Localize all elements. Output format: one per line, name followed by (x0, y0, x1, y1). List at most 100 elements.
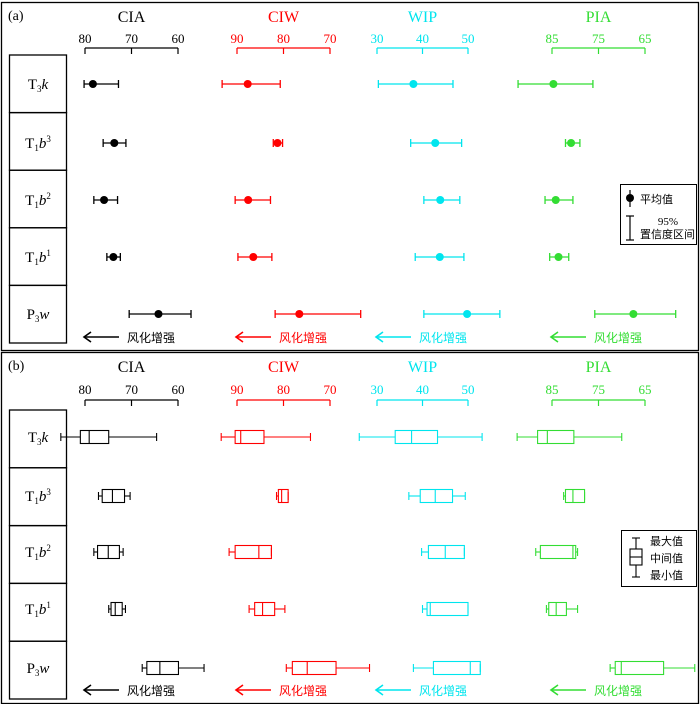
unit-suffix: b (39, 250, 47, 266)
weathering-label: 风化增强 (419, 331, 467, 345)
unit-suffix: k (42, 77, 49, 93)
tick-label: 70 (125, 31, 138, 46)
weathering-label: 风化增强 (594, 684, 642, 698)
unit-superscript: 1 (46, 248, 51, 258)
unit-subscript: 3 (37, 84, 42, 94)
legend-median-label: 中间值 (650, 552, 683, 565)
unit-label: P3w (27, 661, 50, 678)
index-title-pia: PIA (586, 9, 612, 26)
unit-base: T (28, 430, 37, 446)
box (426, 601, 469, 617)
box (419, 488, 454, 504)
legend-min-label: 最小值 (650, 569, 683, 582)
box (564, 488, 586, 504)
mean-point (154, 310, 163, 318)
unit-label: T1b2 (25, 543, 51, 562)
unit-label: P3w (27, 307, 50, 324)
unit-suffix: b (39, 136, 47, 152)
box (101, 488, 126, 504)
mean-point (549, 80, 558, 88)
mean-point (244, 196, 253, 204)
unit-subscript: 1 (34, 496, 39, 506)
tick-label: 60 (172, 382, 185, 397)
tick-label: 65 (639, 31, 652, 46)
tick-label: 80 (277, 31, 290, 46)
mean-point (436, 196, 445, 204)
mean-point (88, 80, 97, 88)
unit-base: T (28, 77, 37, 93)
panel-a-label: (a) (8, 9, 24, 24)
index-title-cia: CIA (118, 9, 146, 26)
legend-mean-label: 平均值 (640, 193, 673, 206)
legend-ci-pct: 95% (658, 216, 678, 228)
panel-b-label: (b) (8, 359, 25, 374)
box (291, 660, 337, 676)
tick-label: 75 (592, 382, 605, 397)
box (427, 544, 465, 560)
unit-subscript: 3 (35, 668, 40, 678)
unit-suffix: w (39, 307, 49, 323)
legend-errorbar: 平均值 95%置信度区间 (620, 184, 697, 245)
unit-superscript: 1 (46, 600, 51, 610)
tick-label: 65 (639, 382, 652, 397)
legend-max-label: 最大值 (650, 534, 683, 548)
unit-cell (8, 640, 68, 700)
box (614, 660, 665, 676)
weathering-arrowhead (374, 684, 384, 696)
mean-point (463, 310, 472, 318)
tick-label: 70 (324, 382, 337, 397)
box (548, 601, 567, 617)
unit-suffix: b (39, 545, 47, 561)
tick-label: 80 (79, 31, 92, 46)
unit-label: T1b3 (25, 134, 51, 153)
box (110, 601, 123, 617)
unit-subscript: 3 (35, 314, 40, 324)
weathering-arrowhead (234, 684, 244, 696)
legend-mean-dot (626, 194, 634, 202)
panel-b-frame (0, 351, 700, 704)
box (79, 429, 110, 445)
box (394, 429, 439, 445)
unit-label: T1b1 (25, 248, 51, 267)
unit-base: T (25, 250, 34, 266)
tick-label: 75 (592, 31, 605, 46)
weathering-label: 风化增强 (279, 684, 327, 698)
unit-suffix: k (42, 430, 49, 446)
unit-base: T (25, 602, 34, 618)
unit-base: P (27, 661, 35, 677)
unit-label: T3k (28, 77, 49, 94)
unit-label: T1b1 (25, 600, 51, 619)
mean-point (629, 310, 638, 318)
legend-frame (620, 184, 697, 245)
weathering-arrowhead (234, 331, 244, 343)
unit-cell (8, 284, 68, 344)
tick-label: 70 (324, 31, 337, 46)
box (537, 429, 575, 445)
index-title-wip: WIP (408, 359, 437, 376)
unit-base: T (25, 545, 34, 561)
legend-ci-label: 置信度区间 (640, 227, 695, 241)
weathering-arrowhead (549, 331, 559, 343)
mean-point (109, 253, 118, 261)
unit-suffix: w (39, 661, 49, 677)
tick-label: 40 (416, 31, 429, 46)
unit-suffix: b (39, 602, 47, 618)
unit-label: T3k (28, 430, 49, 447)
mean-point (110, 139, 119, 147)
index-title-cia: CIA (118, 359, 146, 376)
weathering-arrowhead (82, 331, 92, 343)
box (234, 544, 272, 560)
box (277, 488, 289, 504)
box (146, 660, 180, 676)
unit-superscript: 2 (46, 191, 51, 201)
unit-base: T (25, 193, 34, 209)
box (234, 429, 265, 445)
unit-superscript: 3 (46, 134, 51, 144)
unit-subscript: 1 (34, 609, 39, 619)
tick-label: 90 (231, 382, 244, 397)
unit-suffix: b (39, 489, 47, 505)
unit-superscript: 2 (46, 543, 51, 553)
